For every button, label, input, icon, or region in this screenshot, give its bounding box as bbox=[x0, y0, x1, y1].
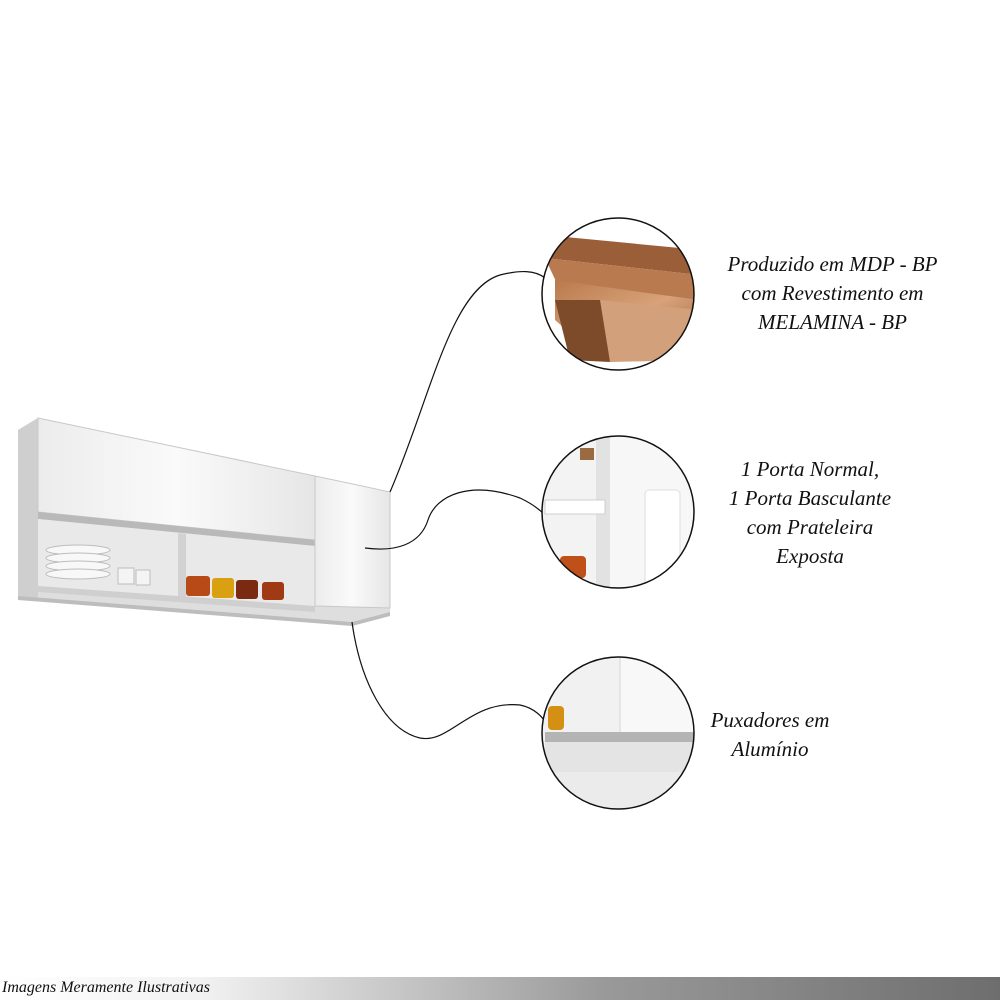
handles-line-2: Alumínio bbox=[731, 737, 809, 761]
material-detail-circle bbox=[541, 217, 695, 371]
aluminium-handle bbox=[38, 512, 315, 546]
material-line-1: Produzido em MDP - BP bbox=[727, 252, 938, 276]
handle-detail-icon bbox=[545, 732, 694, 742]
doors-line-3: com Prateleira bbox=[746, 515, 874, 539]
disclaimer-text: Imagens Meramente Ilustrativas bbox=[2, 979, 210, 996]
material-line-2: com Revestimento em bbox=[741, 281, 924, 305]
kitchen-cabinet bbox=[18, 417, 391, 626]
footer-bar: Imagens Meramente Ilustrativas bbox=[0, 977, 1000, 1000]
doors-detail-circle bbox=[541, 435, 695, 589]
doors-description: 1 Porta Normal, 1 Porta Basculante com P… bbox=[700, 455, 920, 571]
material-line-3: MELAMINA - BP bbox=[758, 310, 907, 334]
material-description: Produzido em MDP - BP com Revestimento e… bbox=[700, 250, 965, 337]
doors-line-4: Exposta bbox=[776, 544, 844, 568]
connector-handles bbox=[351, 621, 546, 740]
handles-line-1: Puxadores em bbox=[710, 708, 830, 732]
normal-door bbox=[314, 475, 391, 609]
doors-line-2: 1 Porta Basculante bbox=[728, 486, 892, 510]
connector-doors bbox=[364, 489, 546, 550]
doors-line-1: 1 Porta Normal, bbox=[740, 457, 880, 481]
handles-description: Puxadores em Alumínio bbox=[690, 706, 850, 764]
connector-material bbox=[389, 271, 546, 493]
callout-connectors bbox=[351, 271, 546, 740]
handles-detail-circle bbox=[541, 656, 695, 810]
